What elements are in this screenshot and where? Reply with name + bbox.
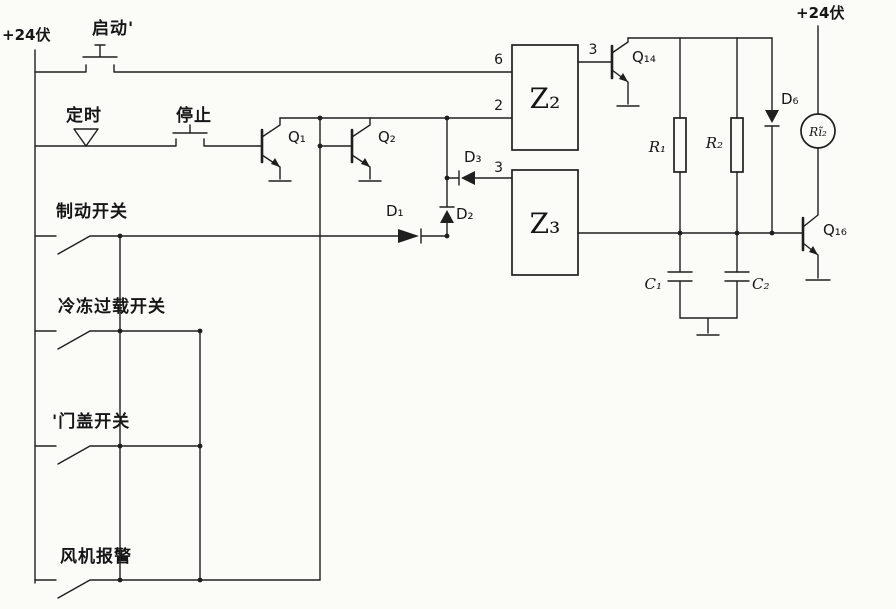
z3-label: Z₃ xyxy=(530,207,561,240)
freeze-overload-symbol xyxy=(34,330,201,350)
fan-alarm-symbol xyxy=(34,579,321,599)
q14-emitter-arrow xyxy=(619,73,628,82)
r2-label: R₂ xyxy=(705,134,723,152)
right-supply-label: +24伏 xyxy=(796,4,844,22)
resistor-r2: R₂ xyxy=(705,37,744,273)
diode-d1: D₁ xyxy=(386,202,448,244)
fan-alarm-switch: 风机报警 xyxy=(34,546,321,599)
block-z3: Z₃ 3 xyxy=(494,160,804,276)
stop-switch-symbol xyxy=(34,124,259,147)
freeze-overload-switch: 冷冻过载开关 xyxy=(34,296,201,350)
r1-body xyxy=(673,117,687,173)
z2-pin2-label: 2 xyxy=(494,98,503,114)
d1-triangle xyxy=(398,229,419,243)
transistor-q14: Q₁₄ xyxy=(610,37,656,107)
d1-label: D₁ xyxy=(386,202,404,220)
diode-d6: D₆ xyxy=(764,37,799,234)
block-z2: Z₂ 6 2 3 xyxy=(494,42,613,151)
q2-symbol xyxy=(351,117,382,182)
relay-coil: +24伏 Rĩ₂ xyxy=(796,4,844,149)
door-cover-label: '门盖开关 xyxy=(52,411,130,432)
capacitor-ground-symbol xyxy=(679,317,738,336)
d3-triangle xyxy=(461,171,475,185)
capacitor-c2: C₂ xyxy=(724,271,770,319)
q1-emitter-arrow xyxy=(271,158,280,167)
q1-label: Q₁ xyxy=(288,128,306,146)
q2-label: Q₂ xyxy=(378,128,396,146)
left-supply-label: +24伏 xyxy=(2,26,50,44)
d6-label: D₆ xyxy=(781,90,799,108)
z2-box xyxy=(511,44,579,151)
q16-emitter-arrow xyxy=(809,246,818,255)
timer-contact: 定时 xyxy=(66,105,102,147)
brake-switch: 制动开关 xyxy=(34,201,399,255)
q1-symbol xyxy=(257,117,292,182)
d2-label: D₂ xyxy=(456,205,474,223)
z3-box xyxy=(511,169,579,276)
fan-alarm-label: 风机报警 xyxy=(60,546,132,567)
c2-plates xyxy=(724,271,750,319)
d6-triangle xyxy=(765,110,779,123)
q16-symbol xyxy=(802,147,831,281)
q14-symbol xyxy=(611,37,640,107)
r2-body xyxy=(730,117,744,173)
z2-pin6-label: 6 xyxy=(494,52,503,68)
z2-pin3-label: 3 xyxy=(589,42,598,58)
q16-label: Q₁₆ xyxy=(823,221,847,239)
door-cover-switch: '门盖开关 xyxy=(34,411,201,465)
brake-switch-symbol xyxy=(34,235,399,255)
z3-pin3-label: 3 xyxy=(494,160,503,176)
q14-label: Q₁₄ xyxy=(632,48,656,66)
stop-switch-label: 停止 xyxy=(176,105,212,126)
q2-emitter-arrow xyxy=(361,158,370,167)
r1-label: R₁ xyxy=(648,138,666,156)
start-switch-symbol xyxy=(34,44,513,73)
junction-dots xyxy=(117,115,775,583)
door-cover-symbol xyxy=(34,445,201,465)
c2-label: C₂ xyxy=(752,275,770,293)
start-switch-label: 启动' xyxy=(92,18,134,39)
relay-coil-label: Rĩ₂ xyxy=(808,125,827,139)
c1-plates xyxy=(667,271,693,319)
left-supply-rail: +24伏 xyxy=(2,26,50,584)
capacitor-c1: C₁ xyxy=(645,271,693,319)
transistor-q1: Q₁ xyxy=(257,117,306,182)
brake-switch-label: 制动开关 xyxy=(56,201,128,222)
stop-pushbutton-switch: 停止 xyxy=(34,105,259,147)
d2-triangle xyxy=(440,210,454,223)
timer-triangle-symbol xyxy=(73,128,99,147)
c1-label: C₁ xyxy=(645,275,663,293)
transistor-q16: Q₁₆ xyxy=(801,147,847,281)
d2-bar-and-wire xyxy=(439,117,455,208)
z2-label: Z₂ xyxy=(530,82,561,115)
transistor-q2: Q₂ xyxy=(319,117,396,182)
d1-bar xyxy=(420,228,448,244)
start-pushbutton-switch: 启动' xyxy=(34,18,513,73)
timer-label: 定时 xyxy=(66,105,102,126)
diode-d2: D₂ xyxy=(439,117,474,237)
freeze-overload-label: 冷冻过载开关 xyxy=(58,296,166,317)
resistor-r1: R₁ xyxy=(648,37,687,273)
d6-bar-and-wire xyxy=(764,125,780,234)
d3-label: D₃ xyxy=(464,148,482,166)
